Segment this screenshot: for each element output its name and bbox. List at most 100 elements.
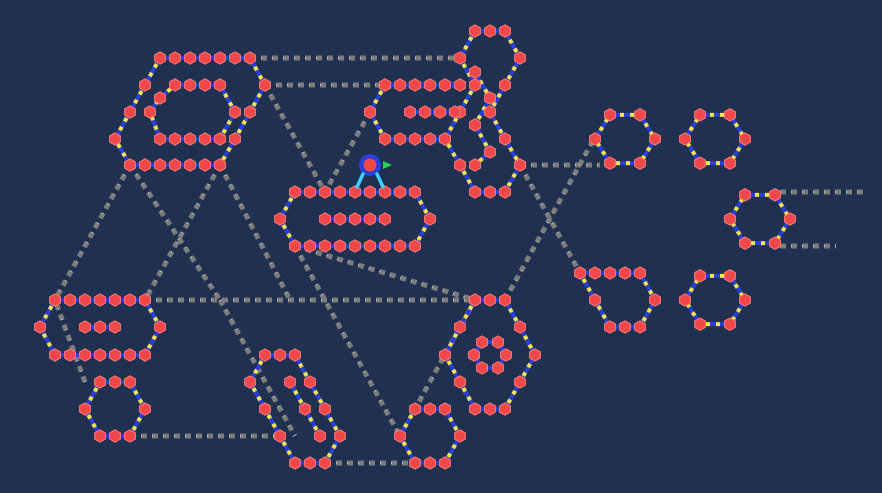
node (484, 24, 496, 38)
node (274, 212, 286, 226)
node (394, 429, 406, 443)
node (604, 266, 616, 280)
node (694, 317, 706, 331)
node (434, 105, 446, 119)
node (424, 212, 436, 226)
node (409, 402, 421, 416)
node (319, 212, 331, 226)
node (484, 91, 496, 105)
node (289, 239, 301, 253)
node (499, 78, 511, 92)
node (314, 429, 326, 443)
node (94, 429, 106, 443)
node (409, 78, 421, 92)
node (109, 429, 121, 443)
node (214, 51, 226, 65)
node (334, 429, 346, 443)
node (589, 293, 601, 307)
connector-line (412, 298, 478, 411)
node (469, 185, 481, 199)
node (139, 348, 151, 362)
node (724, 317, 736, 331)
node (169, 132, 181, 146)
node (514, 320, 526, 334)
node (124, 375, 136, 389)
node (454, 158, 466, 172)
node (244, 105, 256, 119)
connector-dots (219, 164, 291, 301)
node (79, 293, 91, 307)
node (154, 158, 166, 172)
node (109, 293, 121, 307)
node (492, 361, 504, 375)
node (724, 269, 736, 283)
node (79, 402, 91, 416)
node (199, 158, 211, 172)
node (454, 429, 466, 443)
node (679, 293, 691, 307)
node (319, 456, 331, 470)
node (419, 105, 431, 119)
node (299, 402, 311, 416)
connector-dots (54, 164, 131, 301)
connector-line (502, 135, 598, 302)
node (394, 185, 406, 199)
node (199, 132, 211, 146)
node (349, 212, 361, 226)
node (394, 239, 406, 253)
node (694, 156, 706, 170)
node (409, 132, 421, 146)
connector-dots (144, 164, 221, 301)
node (109, 132, 121, 146)
node (499, 293, 511, 307)
node (604, 108, 616, 122)
node (634, 156, 646, 170)
node (124, 348, 136, 362)
node (514, 375, 526, 389)
node (449, 105, 461, 119)
node (304, 456, 316, 470)
node (739, 188, 751, 202)
node (589, 266, 601, 280)
node (619, 320, 631, 334)
node (604, 320, 616, 334)
node (64, 348, 76, 362)
node (439, 78, 451, 92)
node (229, 105, 241, 119)
marker-leg-right (375, 172, 385, 189)
node (109, 348, 121, 362)
node (154, 51, 166, 65)
node (244, 51, 256, 65)
node (439, 132, 451, 146)
node (379, 239, 391, 253)
node (484, 105, 496, 119)
node (476, 361, 488, 375)
marker-arrow-icon (383, 161, 392, 169)
node (259, 348, 271, 362)
node (514, 158, 526, 172)
node (634, 266, 646, 280)
node (184, 78, 196, 92)
node (724, 156, 736, 170)
connector-line (52, 299, 88, 383)
node (214, 78, 226, 92)
node (229, 51, 241, 65)
node (349, 239, 361, 253)
node (364, 212, 376, 226)
node (469, 402, 481, 416)
player-marker-icon (355, 154, 392, 189)
node (94, 320, 106, 334)
node (739, 132, 751, 146)
node (79, 348, 91, 362)
node (404, 105, 416, 119)
node (94, 348, 106, 362)
node (499, 24, 511, 38)
node (334, 212, 346, 226)
node (469, 24, 481, 38)
node (169, 158, 181, 172)
node (124, 105, 136, 119)
node (694, 269, 706, 283)
node (634, 108, 646, 122)
node (619, 266, 631, 280)
node (469, 293, 481, 307)
